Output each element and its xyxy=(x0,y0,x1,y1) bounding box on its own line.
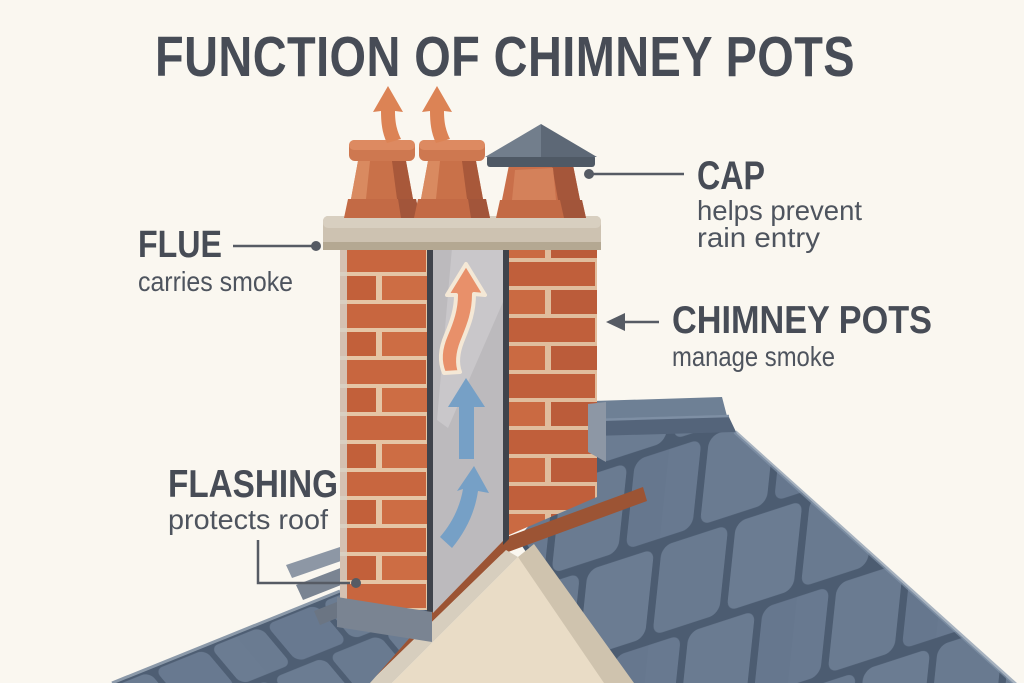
flue-desc: carries smoke xyxy=(138,266,293,297)
callout-flue: FLUE carries smoke xyxy=(138,224,321,297)
rain-cap-right xyxy=(541,124,597,157)
cap-term: CAP xyxy=(697,154,765,198)
left-roof-edge-highlight xyxy=(111,589,341,683)
barge-fascia xyxy=(369,550,518,683)
roof-ridge-cap xyxy=(593,415,737,438)
chimney-pots-desc: manage smoke xyxy=(672,341,835,372)
hip-edge-highlight xyxy=(733,430,1017,683)
right-brick-column xyxy=(509,248,597,535)
crown-slab xyxy=(323,216,601,250)
flashing-leader-line xyxy=(256,540,350,585)
ridge-barge-trim xyxy=(485,487,647,559)
capped-pot xyxy=(485,124,597,218)
flashing-leader-dot xyxy=(351,578,361,588)
gable-wall xyxy=(392,557,616,683)
chimney-pot-1 xyxy=(344,140,420,218)
cap-leader-dot xyxy=(584,169,594,179)
left-brick-column xyxy=(340,248,427,610)
flue-leader-dot xyxy=(311,241,321,251)
flashing-apron xyxy=(337,597,432,642)
crown-shadow xyxy=(323,242,601,250)
flue-border-left xyxy=(427,248,433,617)
chimney-pots-term: CHIMNEY POTS xyxy=(672,299,932,342)
callout-cap: CAP helps prevent rain entry xyxy=(584,154,862,253)
flashing-right-strip xyxy=(588,402,606,462)
chimney-pot-2 xyxy=(414,140,490,218)
rain-cap-left xyxy=(485,124,541,157)
smoke-up-arrow-1 xyxy=(373,86,403,143)
callout-flashing: FLASHING protects roof xyxy=(168,463,361,588)
flue-arrow-orange xyxy=(438,262,487,375)
page-title: FUNCTION OF CHIMNEY POTS xyxy=(155,25,855,89)
callout-chimney-pots: CHIMNEY POTS manage smoke xyxy=(606,299,932,372)
flashing-term: FLASHING xyxy=(168,463,338,506)
smoke-up-arrow-2 xyxy=(422,86,452,143)
flue-arrow-blue-1 xyxy=(448,378,485,459)
cap-underside xyxy=(487,155,595,167)
flue-term: FLUE xyxy=(138,224,222,266)
chimney-corner-highlight xyxy=(340,248,347,610)
flashing-desc: protects roof xyxy=(168,504,328,535)
flue-arrow-blue-2 xyxy=(440,466,489,548)
ridge-highlight xyxy=(592,414,730,422)
chimney-pots-leader-arrowhead xyxy=(606,313,625,331)
cap-desc-line1: helps prevent xyxy=(697,195,862,226)
flue-border-right xyxy=(503,248,509,545)
crown-top xyxy=(323,216,601,228)
cap-desc-line2: rain entry xyxy=(697,222,820,253)
gable-shadow-strip xyxy=(518,544,634,683)
